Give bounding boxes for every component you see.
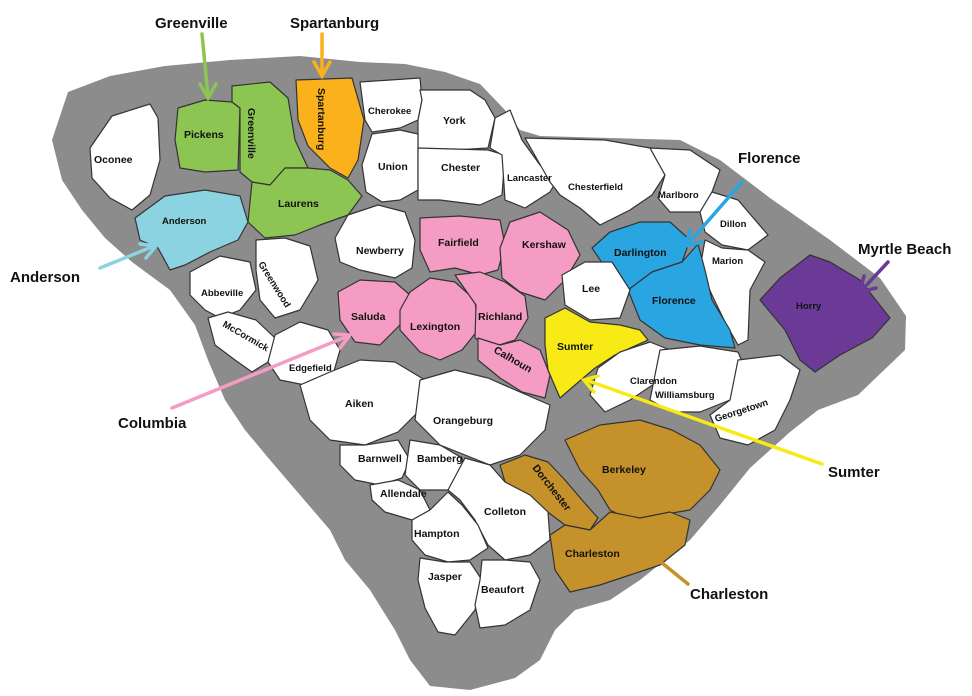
county-hampton[interactable] [411,491,489,563]
label-chesterfield: Chesterfield [568,182,623,193]
arrow-sumter [580,374,824,466]
county-oconee[interactable] [89,103,161,211]
label-pickens: Pickens [184,129,224,141]
county-kershaw[interactable] [499,211,581,301]
county-spartanburg[interactable] [295,77,365,179]
county-fairfield[interactable] [419,215,506,276]
label-richland: Richland [478,311,522,323]
region-label-greenville: Greenville [155,15,228,32]
label-chester: Chester [441,162,480,174]
arrow-greenville [198,32,218,102]
county-barnwell[interactable] [339,439,411,486]
county-calhoun[interactable] [477,337,551,399]
label-orangeburg: Orangeburg [433,415,493,427]
county-beaufort[interactable] [474,559,541,629]
label-berkeley: Berkeley [602,464,646,476]
label-aiken: Aiken [345,398,374,410]
arrow-charleston [641,545,690,586]
label-abbeville: Abbeville [201,288,243,299]
label-lee: Lee [582,283,600,295]
county-lancaster[interactable] [489,109,561,209]
arrow-anderson [98,242,160,270]
label-florence: Florence [652,295,696,307]
county-richland[interactable] [454,271,529,349]
label-laurens: Laurens [278,198,319,210]
label-lexington: Lexington [410,321,460,333]
label-edgefield: Edgefield [289,363,332,374]
label-oconee: Oconee [94,154,133,166]
region-label-columbia: Columbia [118,415,187,432]
label-saluda: Saluda [351,311,386,323]
label-fairfield: Fairfield [438,237,479,249]
county-greenwood[interactable] [255,237,319,319]
label-hampton: Hampton [414,528,460,540]
label-beaufort: Beaufort [481,584,525,596]
county-cherokee[interactable] [359,77,423,133]
region-label-sumter: Sumter [828,464,880,481]
county-jasper[interactable] [417,557,483,636]
county-horry[interactable] [759,254,891,373]
region-arrows [98,32,890,586]
label-jasper: Jasper [428,571,462,583]
county-chesterfield[interactable] [524,137,666,226]
county-charleston[interactable] [549,511,691,593]
label-lancaster: Lancaster [507,173,552,184]
county-dillon[interactable] [699,191,769,251]
county-lee[interactable] [561,261,631,321]
county-pickens[interactable] [174,99,241,173]
label-charleston: Charleston [565,548,620,560]
county-florence[interactable] [627,243,736,349]
label-cherokee: Cherokee [368,106,411,117]
label-sumter: Sumter [557,341,593,353]
label-marlboro: Marlboro [658,190,699,201]
region-label-anderson: Anderson [10,269,80,286]
county-abbeville[interactable] [189,255,257,319]
county-berkeley[interactable] [564,419,721,521]
label-kershaw: Kershaw [522,239,567,251]
region-label-florence: Florence [738,150,801,167]
arrow-florence [683,180,744,249]
county-georgetown[interactable] [709,354,801,446]
county-lexington[interactable] [399,277,479,361]
label-york: York [443,115,466,127]
county-orangeburg[interactable] [414,369,551,466]
label-horry: Horry [796,301,822,312]
region-labels: Greenville Spartanburg Florence Myrtle B… [10,15,951,603]
region-label-charleston: Charleston [690,586,768,603]
arrow-columbia [170,332,354,410]
region-label-myrtle-beach: Myrtle Beach [858,241,951,258]
label-spartanburg: Spartanburg [315,88,327,150]
label-union: Union [378,161,408,173]
arrow-myrtle-beach [857,260,890,295]
label-allendale: Allendale [380,488,427,500]
county-newberry[interactable] [334,204,416,279]
arrow-spartanburg [312,32,332,80]
label-newberry: Newberry [356,245,404,257]
label-marion: Marion [712,256,743,267]
label-bamberg: Bamberg [417,453,463,465]
label-colleton: Colleton [484,506,526,518]
label-williamsburg: Williamsburg [655,390,715,401]
county-chester[interactable] [417,147,506,206]
label-dillon: Dillon [720,219,747,230]
label-greenville: Greenville [245,108,257,159]
county-union[interactable] [361,129,419,203]
county-colleton[interactable] [447,457,551,561]
county-laurens[interactable] [247,167,363,239]
label-clarendon: Clarendon [630,376,677,387]
label-anderson: Anderson [162,216,207,227]
label-barnwell: Barnwell [358,453,402,465]
label-darlington: Darlington [614,247,667,259]
region-label-spartanburg: Spartanburg [290,15,379,32]
